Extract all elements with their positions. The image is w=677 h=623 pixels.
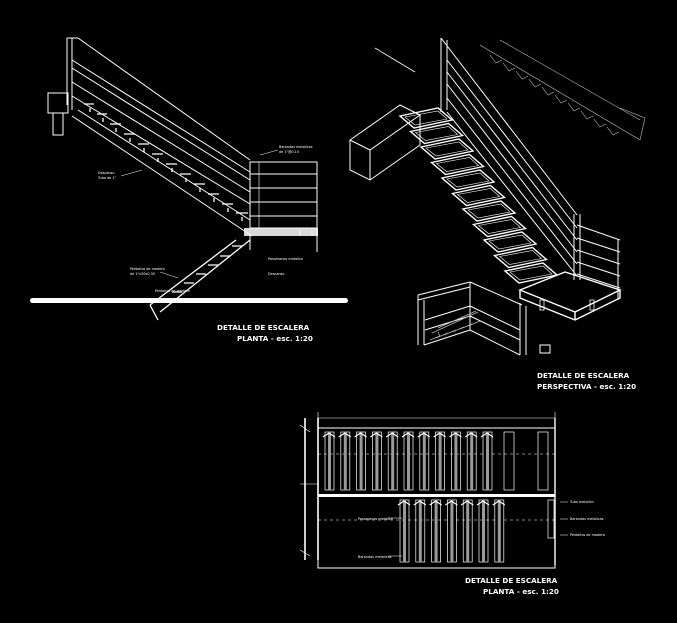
note-plan-b: Barandas metalicas	[570, 517, 604, 521]
landing-slab	[518, 271, 622, 321]
plan-view	[299, 412, 556, 569]
plan-tread-lower	[460, 499, 474, 563]
note-elev-f2: de 1"x30x0.30	[130, 272, 155, 276]
perspective-tread	[440, 169, 496, 191]
note-elev-d: Pasamanos metalico	[268, 257, 303, 261]
plan-tread-upper	[354, 431, 367, 491]
ground-line	[30, 298, 348, 303]
plan-tread-upper	[464, 431, 478, 491]
perspective-tread	[492, 246, 549, 269]
note-elev-e: Descanso	[268, 272, 284, 276]
note-elev-b: Descanso	[98, 171, 114, 175]
plan-tread-lower	[397, 499, 411, 563]
perspective-tread	[450, 184, 507, 207]
perspective-tread	[398, 107, 454, 129]
upper-landing-block	[349, 104, 421, 181]
note-elev-a2: de 1"@0.15	[279, 150, 299, 154]
elevation-view	[30, 37, 348, 321]
perspective-tread	[429, 153, 486, 176]
plan-tread-upper	[401, 431, 415, 491]
caption-plan-line1: DETALLE DE ESCALERA	[465, 576, 558, 585]
perspective-tread	[471, 215, 528, 238]
note-plan-c: Peldaños de madera	[570, 533, 605, 537]
plan-tread-lower	[492, 499, 506, 563]
note-elev-g: Peldaños de madera	[155, 289, 190, 293]
plan-tread-lower	[476, 499, 490, 563]
perspective-treads	[398, 107, 559, 284]
plan-tread-upper	[385, 431, 399, 491]
caption-elevation-line1: DETALLE DE ESCALERA	[217, 323, 310, 332]
lower-railing	[417, 281, 551, 356]
plan-tread-upper	[338, 431, 352, 491]
perspective-tread	[461, 200, 517, 222]
plan-tread-lower	[413, 499, 427, 563]
note-plan-a: Tubo metalico	[569, 500, 594, 504]
elevation-notes: Barandas metalicas de 1"@0.15 Descanso T…	[97, 145, 313, 293]
caption-perspective-line1: DETALLE DE ESCALERA	[537, 371, 630, 380]
note-elev-a: Barandas metalicas	[279, 145, 313, 149]
caption-perspective-line2: PERSPECTIVA - esc. 1:20	[537, 382, 636, 391]
landing-railing	[576, 224, 621, 300]
perspective-tread	[419, 138, 475, 160]
plan-tread-upper	[480, 431, 494, 491]
perspective-tread	[503, 262, 559, 284]
landing-elevation	[244, 161, 318, 252]
central-divider	[318, 494, 555, 497]
caption-elevation-line2: PLANTA - esc. 1:20	[237, 334, 313, 343]
note-plan-d: Pasamanos metalico	[358, 517, 393, 521]
caption-plan-line2: PLANTA - esc. 1:20	[483, 587, 559, 596]
note-elev-c: Tubo de 1"	[97, 176, 116, 180]
plan-tread-upper	[370, 431, 383, 491]
plan-notes: Tubo metalico Barandas metalicas Peldaño…	[358, 500, 605, 559]
upper-steps	[84, 103, 248, 221]
plan-tread-upper	[433, 431, 446, 491]
wall-beam	[47, 92, 69, 114]
perspective-handrail	[440, 37, 578, 277]
lower-flight-hatch	[429, 310, 481, 341]
perspective-tread	[408, 122, 465, 145]
plan-tread-upper	[449, 431, 462, 491]
note-elev-f: Peldaños de madera	[130, 267, 165, 271]
upper-handrail	[67, 37, 251, 221]
perspective-tread	[482, 231, 538, 253]
note-plan-e: Barandas metalicas	[358, 555, 392, 559]
lower-steps	[149, 239, 251, 321]
plan-treads	[322, 431, 506, 563]
perspective-view	[349, 37, 646, 321]
plan-tread-upper	[322, 431, 336, 491]
plan-tread-lower	[445, 499, 458, 563]
upper-stair-hatch	[479, 39, 646, 141]
plan-tread-lower	[429, 499, 442, 563]
plan-tread-upper	[417, 431, 431, 491]
